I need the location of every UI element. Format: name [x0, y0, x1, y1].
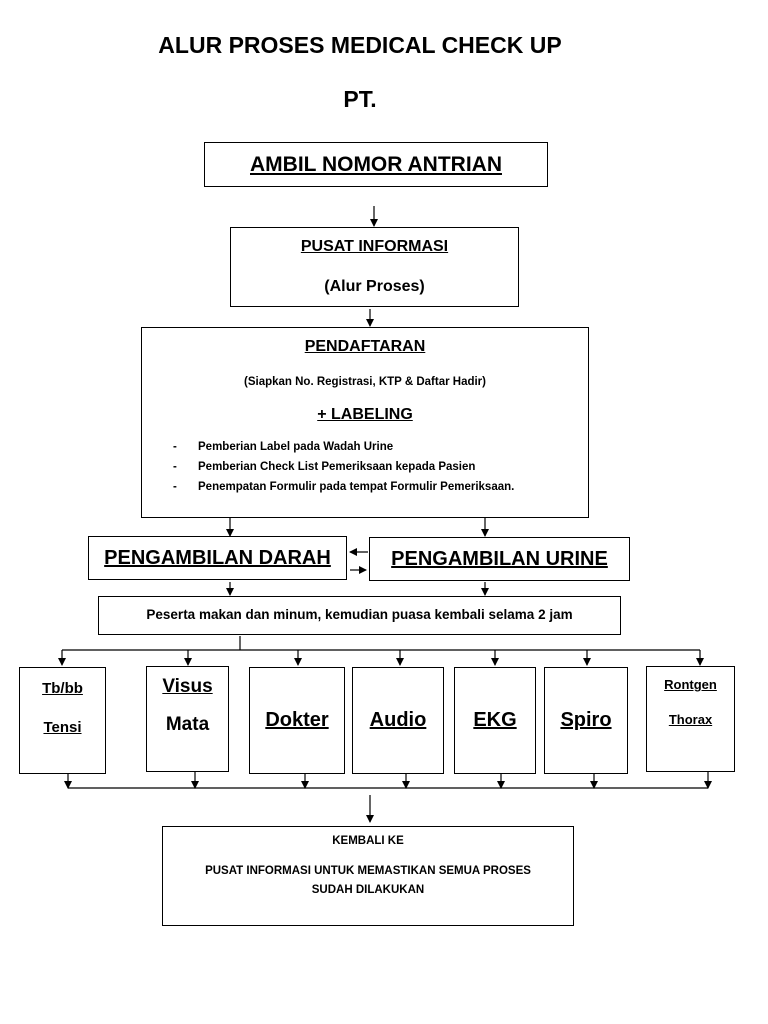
pengambilan-urine-label: PENGAMBILAN URINE [391, 548, 608, 570]
pusat-informasi-subtitle: (Alur Proses) [324, 278, 425, 295]
pengambilan-urine-box: PENGAMBILAN URINE [369, 537, 630, 581]
station-rontgen-label: Rontgen [664, 677, 717, 692]
pendaftaran-note: (Siapkan No. Registrasi, KTP & Daftar Ha… [244, 376, 486, 388]
ambil-nomor-antrian-label: AMBIL NOMOR ANTRIAN [250, 153, 502, 176]
station-ekg-label: EKG [473, 709, 517, 731]
kembali-box: KEMBALI KE PUSAT INFORMASI UNTUK MEMASTI… [162, 826, 574, 926]
station-tensi-label: Tensi [43, 719, 82, 736]
labeling-title: + LABELING [317, 406, 413, 423]
puasa-box: Peserta makan dan minum, kemudian puasa … [98, 596, 621, 635]
station-audio: Audio [352, 667, 444, 774]
station-visus-label: Visus [162, 676, 213, 697]
station-tbbb-tensi: Tb/bb Tensi [19, 667, 106, 774]
pusat-informasi-box: PUSAT INFORMASI (Alur Proses) [230, 227, 519, 307]
labeling-item: Pemberian Check List Pemeriksaan kepada … [173, 457, 588, 477]
station-visus-mata: Visus Mata [146, 666, 229, 772]
station-rontgen-thorax: Rontgen Thorax [646, 666, 735, 772]
pusat-informasi-title: PUSAT INFORMASI [300, 238, 449, 255]
ambil-nomor-antrian-box: AMBIL NOMOR ANTRIAN [204, 142, 548, 187]
pendaftaran-box: PENDAFTARAN (Siapkan No. Registrasi, KTP… [141, 327, 589, 518]
station-dokter-label: Dokter [265, 709, 329, 731]
station-tbbb-label: Tb/bb [42, 680, 83, 697]
puasa-text: Peserta makan dan minum, kemudian puasa … [146, 607, 573, 622]
labeling-item: Penempatan Formulir pada tempat Formulir… [173, 477, 588, 497]
station-audio-label: Audio [369, 709, 427, 731]
labeling-item: Pemberian Label pada Wadah Urine [173, 437, 588, 457]
kembali-line1: KEMBALI KE [332, 835, 404, 847]
pengambilan-darah-label: PENGAMBILAN DARAH [104, 547, 331, 569]
kembali-line2: PUSAT INFORMASI UNTUK MEMASTIKAN SEMUA P… [205, 865, 531, 877]
station-dokter: Dokter [249, 667, 345, 774]
station-mata-label: Mata [165, 714, 210, 735]
station-spiro: Spiro [544, 667, 628, 774]
station-spiro-label: Spiro [560, 709, 612, 731]
station-ekg: EKG [454, 667, 536, 774]
page-subtitle: PT. [343, 86, 377, 112]
pendaftaran-title: PENDAFTARAN [304, 338, 426, 355]
page-title: ALUR PROSES MEDICAL CHECK UP [158, 32, 562, 58]
pengambilan-darah-box: PENGAMBILAN DARAH [88, 536, 347, 580]
labeling-list: Pemberian Label pada Wadah Urine Pemberi… [173, 437, 588, 497]
kembali-line3: SUDAH DILAKUKAN [311, 884, 425, 896]
station-thorax-label: Thorax [668, 712, 713, 727]
